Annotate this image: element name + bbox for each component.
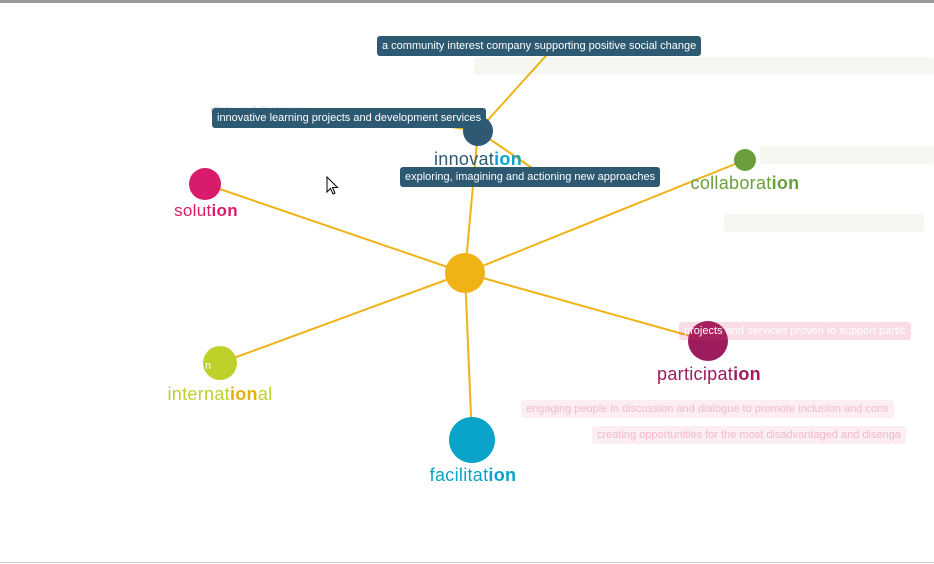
label-facilitation[interactable]: facilitation [430, 465, 517, 486]
tooltip-intl-fragment: n [205, 360, 212, 372]
label-international-tail: al [257, 384, 273, 404]
label-facilitation-prefix: facilitat [429, 465, 489, 485]
edge-center-international [219, 272, 466, 364]
tooltip-faded-3 [724, 214, 924, 232]
node-facilitation[interactable] [449, 417, 495, 463]
top-border [0, 0, 934, 3]
label-international[interactable]: international [168, 384, 273, 405]
label-international-prefix: internat [167, 384, 230, 404]
bottom-border [0, 562, 934, 563]
tooltip-exploring: exploring, imagining and actioning new a… [400, 167, 661, 187]
label-collaboration-suffix: ion [771, 173, 800, 193]
tooltip-cic: a community interest company supporting … [377, 36, 702, 56]
edge-center-solution [204, 183, 466, 274]
label-collaboration-prefix: collaborat [690, 173, 772, 193]
tooltip-learning: innovative learning projects and develop… [212, 108, 487, 128]
tooltip-creating: creating opportunities for the most disa… [592, 426, 906, 444]
edge-center-participation [464, 272, 709, 342]
tooltip-engaging: engaging people in discussion and dialog… [521, 400, 894, 418]
edge-center-collaboration [464, 159, 746, 274]
node-center[interactable] [445, 253, 485, 293]
edges [204, 47, 746, 441]
label-participation-suffix: ion [733, 364, 761, 384]
mouse-cursor-icon [326, 176, 339, 195]
label-innovation[interactable]: innovation [434, 149, 522, 170]
label-solution-suffix: ion [211, 201, 238, 220]
node-solution[interactable] [189, 168, 221, 200]
node-international[interactable] [203, 346, 237, 380]
node-collaboration[interactable] [734, 149, 756, 171]
label-solution[interactable]: solution [174, 201, 238, 221]
label-international-suffix: ion [229, 384, 258, 404]
label-solution-prefix: solut [174, 201, 212, 220]
tooltip-faded-1 [474, 57, 934, 75]
edge-center-innovation [464, 130, 479, 274]
label-facilitation-suffix: ion [488, 465, 517, 485]
tooltip-proven: projects and services proven to support … [679, 322, 911, 340]
edge-innovation-cic [477, 47, 554, 132]
edge-center-facilitation [464, 272, 473, 441]
label-participation[interactable]: participation [657, 364, 761, 385]
label-innovation-prefix: innovat [433, 149, 495, 169]
label-collaboration[interactable]: collaboration [691, 173, 800, 194]
tooltip-faded-2 [760, 146, 934, 164]
label-participation-prefix: participat [657, 364, 734, 384]
label-innovation-suffix: ion [494, 149, 523, 169]
node-participation[interactable] [688, 321, 728, 361]
